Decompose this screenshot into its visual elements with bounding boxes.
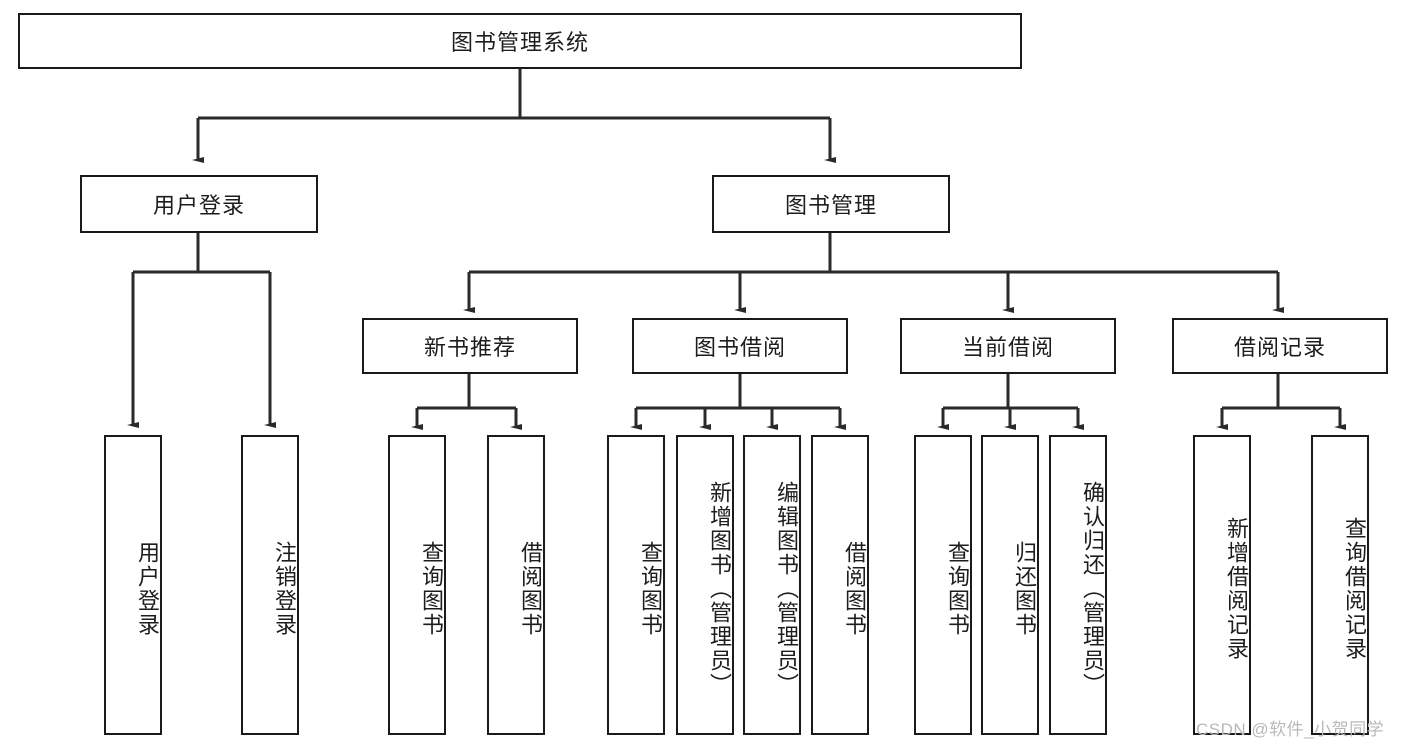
node-user-login[interactable]: 用户登录 bbox=[80, 175, 318, 233]
leaf-cb-return-book[interactable]: 归还图书 bbox=[981, 435, 1039, 735]
leaf-cb-query-book-label: 查询图书 bbox=[945, 541, 970, 637]
node-user-login-label: 用户登录 bbox=[152, 193, 245, 218]
leaf-bb-query-book-label: 查询图书 bbox=[638, 541, 663, 637]
leaf-nb-query-book-label: 查询图书 bbox=[419, 541, 444, 637]
node-borrow-record[interactable]: 借阅记录 bbox=[1172, 318, 1388, 374]
node-borrow-record-label: 借阅记录 bbox=[1233, 335, 1326, 360]
node-root[interactable]: 图书管理系统 bbox=[18, 13, 1022, 69]
leaf-bb-add-book-label: 新增图书（管理员） bbox=[707, 481, 732, 697]
leaf-bb-add-book[interactable]: 新增图书（管理员） bbox=[676, 435, 734, 735]
node-new-book-recommend[interactable]: 新书推荐 bbox=[362, 318, 578, 374]
leaf-bb-query-book[interactable]: 查询图书 bbox=[607, 435, 665, 735]
node-current-borrow[interactable]: 当前借阅 bbox=[900, 318, 1116, 374]
node-book-manage-label: 图书管理 bbox=[784, 193, 877, 218]
leaf-bb-edit-book-label: 编辑图书（管理员） bbox=[774, 481, 799, 697]
leaf-nb-borrow-book-label: 借阅图书 bbox=[518, 541, 543, 637]
leaf-cb-confirm-return[interactable]: 确认归还（管理员） bbox=[1049, 435, 1107, 735]
leaf-bb-edit-book[interactable]: 编辑图书（管理员） bbox=[743, 435, 801, 735]
leaf-nb-query-book[interactable]: 查询图书 bbox=[388, 435, 446, 735]
leaf-bb-borrow-book-label: 借阅图书 bbox=[842, 541, 867, 637]
leaf-logout-label: 注销登录 bbox=[272, 541, 297, 637]
node-new-book-recommend-label: 新书推荐 bbox=[423, 335, 516, 360]
leaf-cb-return-book-label: 归还图书 bbox=[1012, 541, 1037, 637]
leaf-br-add-record[interactable]: 新增借阅记录 bbox=[1193, 435, 1251, 735]
watermark: CSDN @软件_小贺同学 bbox=[1196, 720, 1385, 739]
node-book-borrow[interactable]: 图书借阅 bbox=[632, 318, 848, 374]
leaf-cb-query-book[interactable]: 查询图书 bbox=[914, 435, 972, 735]
node-book-borrow-label: 图书借阅 bbox=[693, 335, 786, 360]
leaf-br-query-record[interactable]: 查询借阅记录 bbox=[1311, 435, 1369, 735]
leaf-user-login-label: 用户登录 bbox=[135, 541, 160, 637]
leaf-user-login[interactable]: 用户登录 bbox=[104, 435, 162, 735]
leaf-nb-borrow-book[interactable]: 借阅图书 bbox=[487, 435, 545, 735]
node-current-borrow-label: 当前借阅 bbox=[961, 335, 1054, 360]
leaf-bb-borrow-book[interactable]: 借阅图书 bbox=[811, 435, 869, 735]
leaf-logout[interactable]: 注销登录 bbox=[241, 435, 299, 735]
node-book-manage[interactable]: 图书管理 bbox=[712, 175, 950, 233]
leaf-br-query-record-label: 查询借阅记录 bbox=[1342, 517, 1367, 661]
leaf-cb-confirm-return-label: 确认归还（管理员） bbox=[1080, 481, 1105, 697]
node-root-label: 图书管理系统 bbox=[450, 30, 589, 55]
leaf-br-add-record-label: 新增借阅记录 bbox=[1224, 517, 1249, 661]
